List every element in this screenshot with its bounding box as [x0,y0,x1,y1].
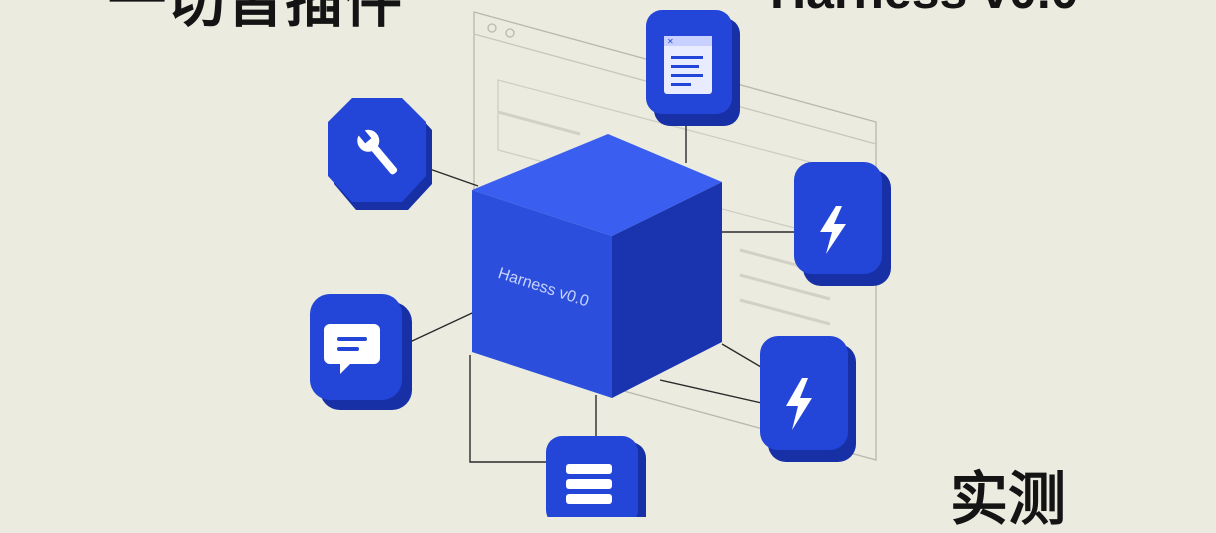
cube-front-face [472,190,612,398]
cube-side-face [612,182,722,398]
lightning-icon [820,206,846,254]
architecture-diagram: Harness v0.0 ✕ [310,10,891,517]
document-icon: ✕ [664,36,712,94]
chat-plugin[interactable] [310,294,412,410]
svg-text:✕: ✕ [667,37,674,46]
wrench-icon [356,127,398,175]
wrench-plugin[interactable] [328,98,432,210]
connector-wrench [423,166,479,187]
headline-right: Harness v0.0 [770,0,1079,16]
connector-lines [409,118,796,463]
stack-icon [566,464,612,504]
cube-top-face [472,134,722,236]
window-dot-icon [487,23,497,33]
window-dot-icon [505,28,515,38]
lightning-plugin-upper[interactable] [794,162,891,286]
connector-lightning-lower-a [721,343,767,371]
document-plugin[interactable]: ✕ [646,10,740,126]
lightning-plugin-lower[interactable] [760,336,856,462]
chat-bubble-icon [324,324,380,374]
database-plugin[interactable] [546,436,646,517]
connector-lightning-lower-b [659,379,767,405]
lightning-icon [786,378,812,430]
connector-database-elbow [469,355,548,463]
headline-left: 一切皆插件 [108,0,404,35]
harness-cube: Harness v0.0 [472,134,722,398]
